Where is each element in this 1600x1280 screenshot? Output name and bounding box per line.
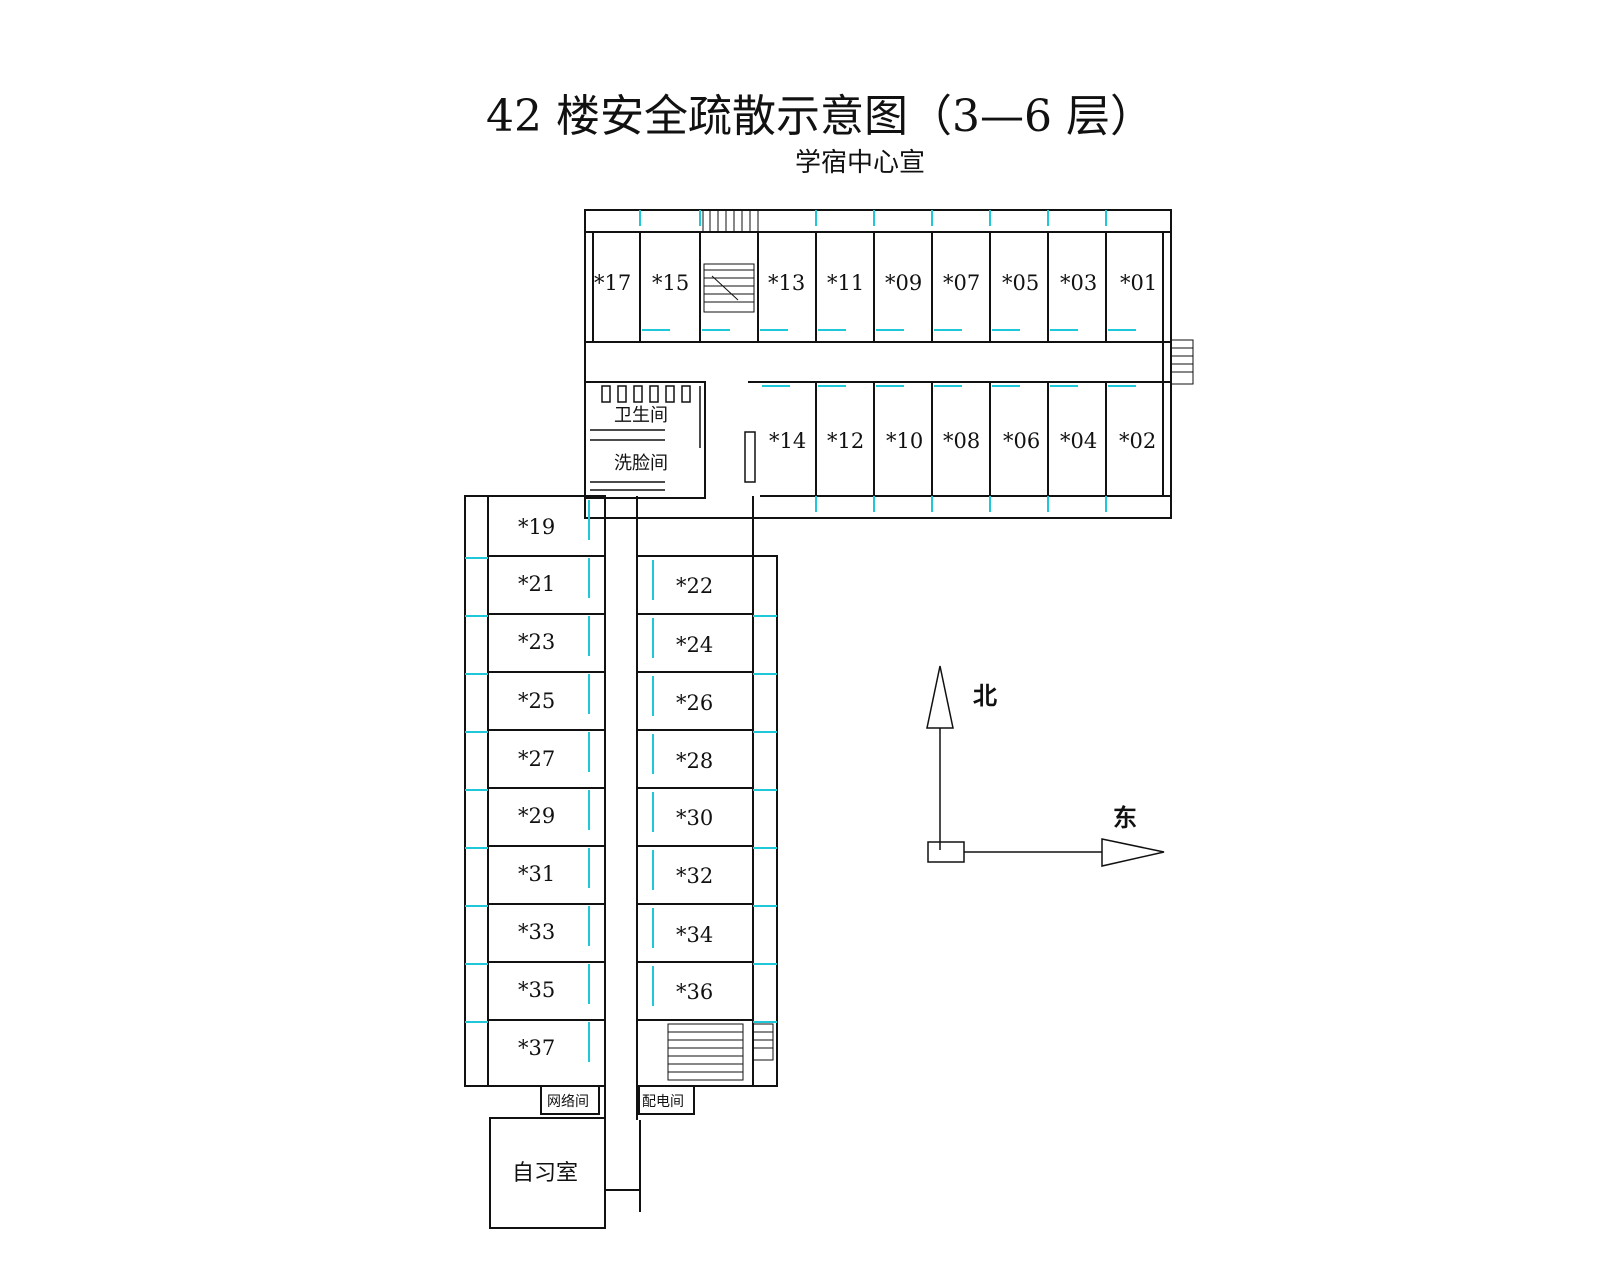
east-arrow-icon bbox=[1101, 838, 1165, 867]
page-title: 42 楼安全疏散示意图（3—6 层） bbox=[486, 91, 1154, 142]
room-label-south: *14 bbox=[769, 429, 806, 453]
compass-north-label: 北 bbox=[973, 681, 997, 710]
toilet-label: 卫生间 bbox=[614, 405, 668, 426]
room-label-south: *10 bbox=[886, 429, 923, 453]
room-dividers bbox=[488, 232, 1107, 1021]
room-label-north: *11 bbox=[827, 271, 864, 295]
room-label-north: *05 bbox=[1002, 271, 1039, 295]
east-stair bbox=[1170, 339, 1194, 385]
room-labels: *17 *15 *13 *11 *09 *07 *05 *03 *01 *14 *12 *10 *08 *… bbox=[518, 271, 1157, 1060]
compass bbox=[926, 665, 1165, 867]
east-stair-flight bbox=[1170, 339, 1194, 385]
room-label-north: *01 bbox=[1120, 271, 1157, 295]
room-label-south: *06 bbox=[1003, 429, 1040, 453]
room-label-north: *09 bbox=[885, 271, 922, 295]
room-label-west: *35 bbox=[518, 978, 555, 1002]
room-label-east: *28 bbox=[676, 749, 713, 773]
building-walls bbox=[464, 209, 1172, 1229]
compass-east-label: 东 bbox=[1113, 803, 1137, 832]
north-stair-flight bbox=[703, 263, 755, 313]
fixture-stall bbox=[633, 385, 643, 403]
hydrant-box bbox=[744, 431, 756, 483]
stair-arrow bbox=[711, 275, 739, 301]
fixture-stall bbox=[601, 385, 611, 403]
washroom-label: 洗脸间 bbox=[614, 453, 668, 474]
north-block-outline bbox=[584, 209, 1172, 519]
power-room-label: 配电间 bbox=[642, 1094, 684, 1110]
room-label-west: *25 bbox=[518, 689, 555, 713]
study-room-outline bbox=[489, 1117, 606, 1229]
toilet-fixtures bbox=[590, 385, 756, 491]
network-room-outline bbox=[540, 1085, 600, 1115]
room-label-north: *17 bbox=[594, 271, 631, 295]
room-label-north: *15 bbox=[652, 271, 689, 295]
room-label-west: *21 bbox=[518, 572, 555, 596]
south-stair-flight bbox=[667, 1023, 744, 1081]
fixture-stall bbox=[617, 385, 627, 403]
room-label-west: *19 bbox=[518, 515, 555, 539]
study-room-label: 自习室 bbox=[512, 1161, 578, 1186]
room-label-south: *08 bbox=[943, 429, 980, 453]
room-label-east: *34 bbox=[676, 923, 713, 947]
fixture-stall bbox=[649, 385, 659, 403]
room-label-west: *27 bbox=[518, 747, 555, 771]
compass-origin bbox=[927, 841, 965, 863]
room-label-west: *33 bbox=[518, 920, 555, 944]
room-label-south: *04 bbox=[1060, 429, 1097, 453]
power-room-outline bbox=[638, 1085, 695, 1115]
room-label-east: *36 bbox=[676, 980, 713, 1004]
north-stair bbox=[702, 209, 759, 313]
room-label-north: *07 bbox=[943, 271, 980, 295]
room-label-east: *30 bbox=[676, 806, 713, 830]
room-label-east: *24 bbox=[676, 633, 713, 657]
room-label-north: *03 bbox=[1060, 271, 1097, 295]
room-label-west: *23 bbox=[518, 630, 555, 654]
north-arrow-icon bbox=[926, 665, 954, 729]
room-label-west: *31 bbox=[518, 862, 555, 886]
windows bbox=[465, 210, 1136, 1062]
room-label-west: *37 bbox=[518, 1036, 555, 1060]
south-stair bbox=[667, 1023, 774, 1081]
room-label-south: *02 bbox=[1119, 429, 1156, 453]
network-room-label: 网络间 bbox=[547, 1094, 589, 1110]
room-label-south: *12 bbox=[827, 429, 864, 453]
room-label-east: *32 bbox=[676, 864, 713, 888]
room-label-west: *29 bbox=[518, 804, 555, 828]
toilet-block-outline bbox=[584, 381, 706, 499]
fixture-stall bbox=[665, 385, 675, 403]
north-stair-entry bbox=[702, 209, 759, 233]
room-label-north: *13 bbox=[768, 271, 805, 295]
south-stair-side bbox=[752, 1023, 774, 1061]
room-label-east: *26 bbox=[676, 691, 713, 715]
room-label-east: *22 bbox=[676, 574, 713, 598]
page-subtitle: 学宿中心宣 bbox=[794, 148, 925, 178]
fixture-stall bbox=[681, 385, 691, 403]
